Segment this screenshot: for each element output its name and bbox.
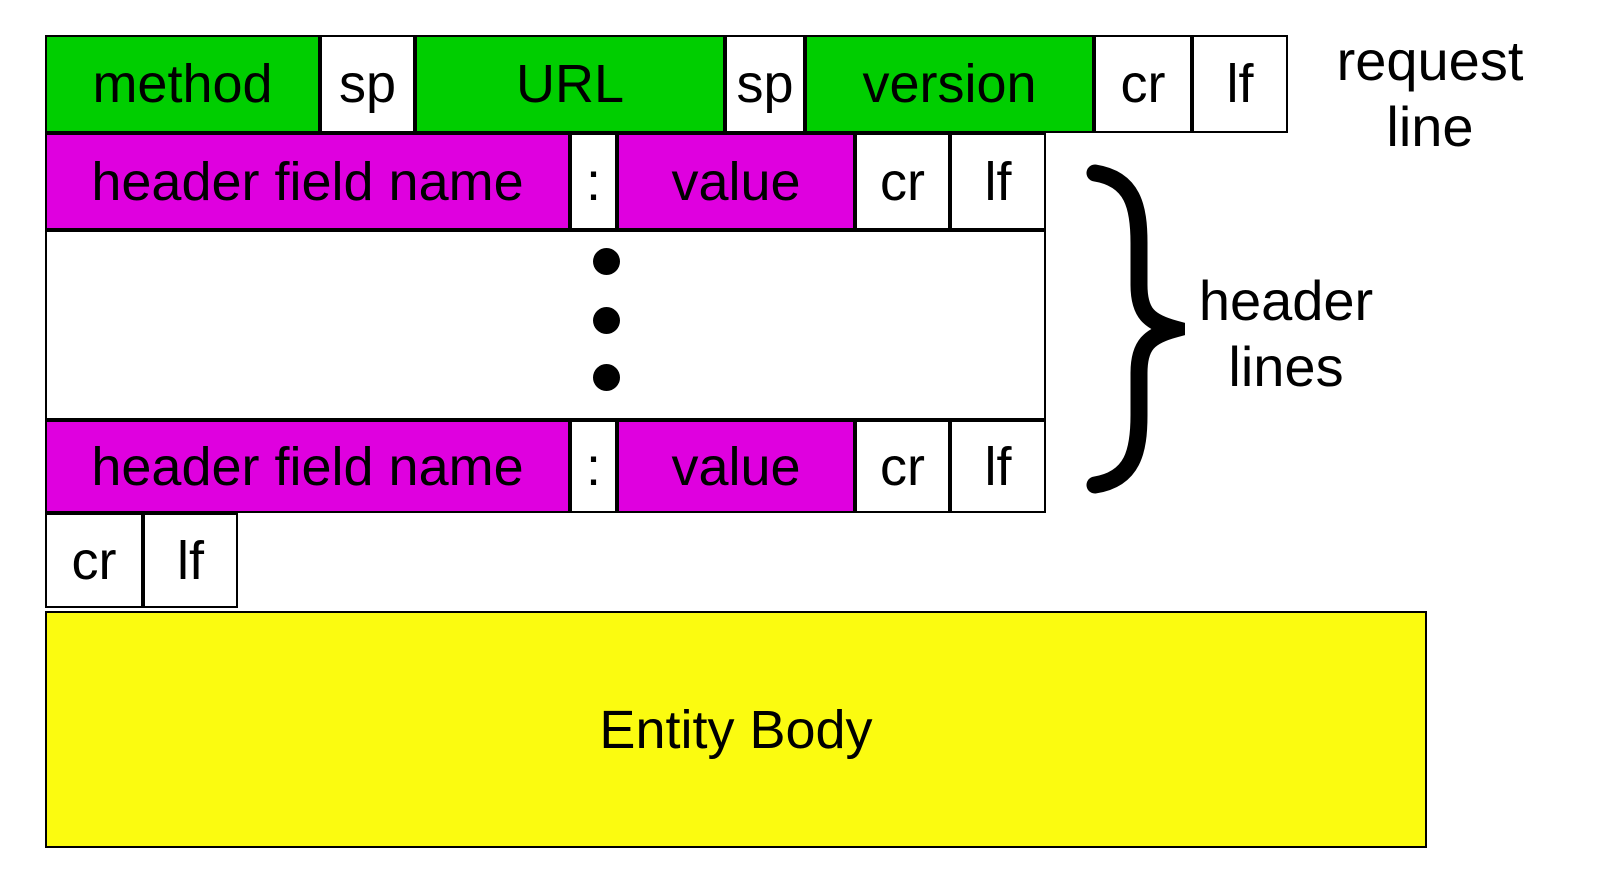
- box-lf-header-1-label: lf: [984, 151, 1012, 212]
- box-method: method: [45, 35, 320, 133]
- box-colon-1: :: [570, 133, 617, 230]
- box-version-label: version: [862, 54, 1037, 114]
- box-sp-2: sp: [725, 35, 805, 133]
- box-lf-blank-label: lf: [177, 530, 204, 591]
- box-lf-request-label: lf: [1226, 54, 1254, 114]
- box-lf-request: lf: [1192, 35, 1288, 133]
- box-version: version: [805, 35, 1094, 133]
- box-cr-request: cr: [1094, 35, 1192, 133]
- box-header-field-name-2: header field name: [45, 420, 570, 513]
- box-value-2: value: [617, 420, 855, 513]
- box-method-label: method: [92, 54, 273, 114]
- more-header-lines-box: [45, 230, 1046, 420]
- box-header-field-name-1: header field name: [45, 133, 570, 230]
- box-url: URL: [415, 35, 725, 133]
- request-line-label: request line: [1300, 28, 1560, 160]
- box-header-field-name-2-label: header field name: [91, 436, 524, 497]
- box-cr-blank: cr: [45, 513, 143, 608]
- box-cr-header-1-label: cr: [880, 151, 925, 212]
- box-value-1-label: value: [671, 151, 801, 212]
- box-value-1: value: [617, 133, 855, 230]
- box-colon-2-label: :: [585, 436, 601, 497]
- header-lines-label-line2: lines: [1228, 335, 1344, 398]
- ellipsis-dot-3: [593, 364, 620, 391]
- box-sp-1: sp: [320, 35, 415, 133]
- box-sp-2-label: sp: [736, 54, 794, 114]
- header-lines-label-line1: header: [1198, 269, 1374, 332]
- box-colon-1-label: :: [585, 151, 601, 212]
- box-lf-header-2-label: lf: [984, 436, 1012, 497]
- box-cr-header-2-label: cr: [880, 436, 925, 497]
- box-cr-blank-label: cr: [71, 530, 117, 591]
- box-colon-2: :: [570, 420, 617, 513]
- entity-body-box: Entity Body: [45, 611, 1427, 848]
- entity-body-label: Entity Body: [599, 699, 873, 760]
- box-lf-header-2: lf: [950, 420, 1046, 513]
- header-lines-label: header lines: [1176, 268, 1396, 400]
- box-url-label: URL: [515, 54, 625, 114]
- request-line-label-line2: line: [1386, 95, 1474, 158]
- box-cr-request-label: cr: [1120, 54, 1166, 114]
- box-lf-blank: lf: [143, 513, 238, 608]
- box-sp-1-label: sp: [338, 54, 397, 114]
- box-header-field-name-1-label: header field name: [91, 151, 524, 212]
- ellipsis-dot-2: [593, 307, 620, 334]
- request-line-label-line1: request: [1336, 29, 1524, 92]
- box-value-2-label: value: [671, 436, 801, 497]
- box-cr-header-2: cr: [855, 420, 950, 513]
- box-lf-header-1: lf: [950, 133, 1046, 230]
- ellipsis-dot-1: [593, 248, 620, 275]
- box-cr-header-1: cr: [855, 133, 950, 230]
- header-lines-brace: [1086, 164, 1185, 494]
